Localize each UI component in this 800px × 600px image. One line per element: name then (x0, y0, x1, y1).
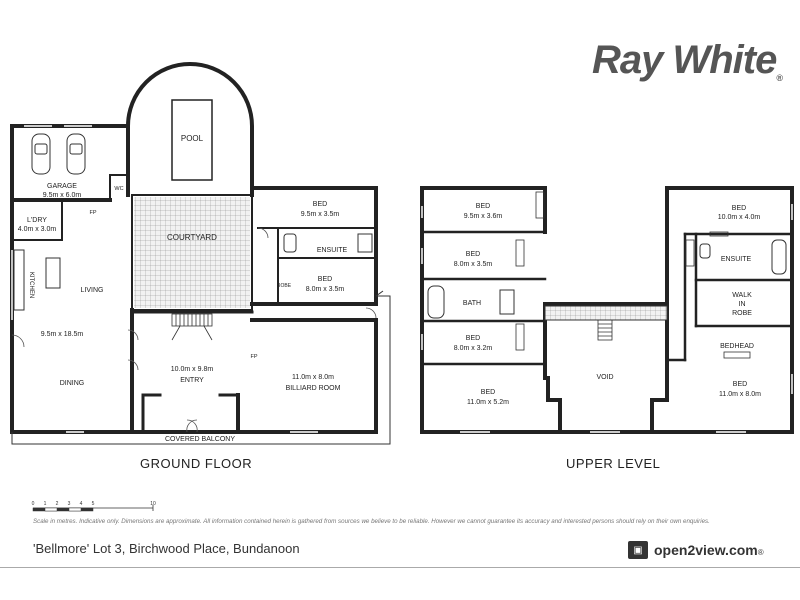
ray-white-logo: Ray White® (592, 38, 783, 83)
svg-text:4: 4 (80, 501, 83, 507)
room-balcony: COVERED BALCONY (165, 436, 235, 443)
car-icon (31, 133, 86, 175)
property-address: 'Bellmore' Lot 3, Birchwood Place, Bunda… (33, 541, 300, 556)
room-robe: ROBE (277, 283, 292, 289)
svg-text:2: 2 (56, 501, 59, 507)
robe-icons (515, 191, 729, 351)
window-lines (11, 125, 318, 433)
upper-stairs-icon (597, 319, 613, 341)
room-living: LIVING (81, 287, 104, 294)
dims-billiard: 11.0m x 8.0m (292, 374, 334, 381)
ground-floor-title: GROUND FLOOR (140, 456, 253, 471)
dims-bed: 11.0m x 5.2m (467, 399, 509, 406)
room-bedhead: BEDHEAD (720, 343, 754, 350)
bedhead-icon (723, 351, 751, 359)
room-laundry: L'DRY (27, 217, 47, 224)
room-bed: BED (318, 276, 332, 283)
room-billiard: BILLIARD ROOM (286, 385, 341, 392)
room-walkin-3: ROBE (732, 310, 752, 317)
svg-text:3: 3 (68, 501, 71, 507)
courtyard-tiles (134, 197, 250, 308)
room-entry: ENTRY (180, 377, 204, 384)
room-ensuite: ENSUITE (317, 247, 348, 254)
disclaimer: Scale in metres. Indicative only. Dimens… (33, 518, 710, 525)
ground-floor (10, 62, 378, 434)
kitchen-fixtures (13, 249, 61, 311)
svg-text:1: 1 (44, 501, 47, 507)
room-wc: WC (114, 186, 123, 192)
room-walkin-1: WALK (732, 292, 752, 299)
upper-level-title: UPPER LEVEL (566, 456, 661, 471)
room-bed: BED (733, 381, 747, 388)
dims-bed: 8.0m x 3.2m (454, 345, 493, 352)
svg-text:5: 5 (92, 501, 95, 507)
room-kitchen: KITCHEN (28, 272, 34, 298)
room-courtyard: COURTYARD (167, 233, 217, 242)
camera-icon: ▣ (628, 541, 648, 559)
fp-icon: FP (89, 210, 96, 216)
room-bed: BED (313, 201, 327, 208)
room-bed: BED (466, 335, 480, 342)
dims-laundry: 4.0m x 3.0m (18, 226, 57, 233)
dims-bed: 11.0m x 8.0m (719, 391, 761, 398)
fp-icon: FP (250, 354, 257, 360)
footer-divider (0, 567, 800, 568)
room-garage: GARAGE (47, 183, 77, 190)
scale-bar (32, 505, 154, 512)
room-bath: BATH (463, 300, 481, 307)
room-bed: BED (466, 251, 480, 258)
dims-garage: 9.5m x 6.0m (43, 192, 82, 199)
room-pool: POOL (181, 134, 204, 143)
ensuite-fixtures (283, 233, 373, 253)
open2view-label: open2view.com (654, 542, 758, 558)
room-dining: DINING (60, 380, 85, 387)
dims-bed: 8.0m x 3.5m (454, 261, 493, 268)
room-ensuite: ENSUITE (721, 256, 752, 263)
dims-bed: 10.0m x 4.0m (718, 214, 761, 221)
dims-bed: 9.5m x 3.5m (301, 211, 340, 218)
room-bed: BED (732, 205, 746, 212)
room-bed: BED (481, 389, 495, 396)
dims-bed: 9.5m x 3.6m (464, 213, 503, 220)
dims-entry: 10.0m x 9.8m (171, 366, 214, 373)
bath-fixtures (427, 239, 787, 319)
room-bed: BED (476, 203, 490, 210)
pool-water (171, 99, 213, 181)
dims-bed: 8.0m x 3.5m (306, 286, 345, 293)
open2view-logo[interactable]: ▣ open2view.com® (628, 541, 764, 559)
room-void: VOID (596, 374, 613, 381)
scale-ticks: 0 1 2 3 4 5 10 (32, 501, 156, 507)
room-walkin-2: IN (739, 301, 746, 308)
stairs-icon (171, 313, 213, 341)
svg-text:0: 0 (32, 501, 35, 507)
svg-text:10: 10 (150, 501, 156, 507)
door-swings (11, 227, 377, 433)
dims-living: 9.5m x 18.5m (41, 331, 84, 338)
